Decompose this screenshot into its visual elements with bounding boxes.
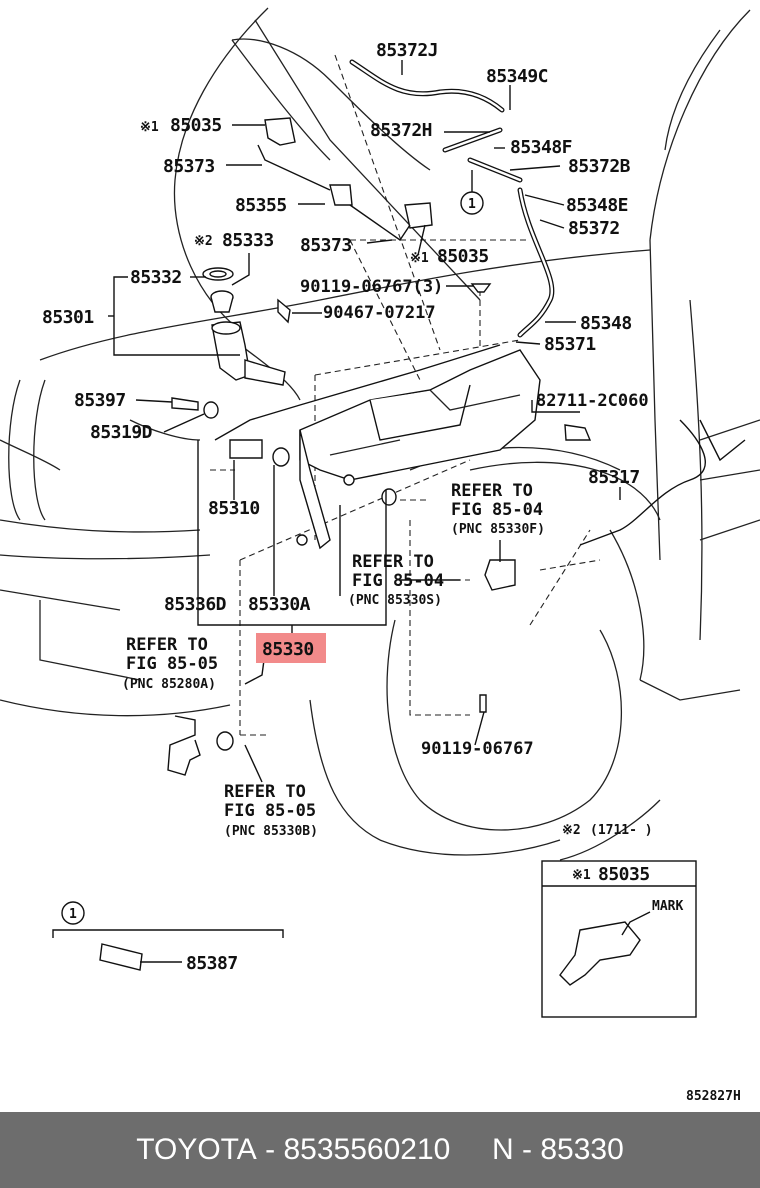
- refer-85330B-line3: (PNC 85330B): [224, 824, 318, 839]
- highlight-85330: [256, 633, 326, 663]
- label-85387: 85387: [186, 953, 238, 974]
- label-85332: 85332: [130, 267, 182, 288]
- label-85348: 85348: [580, 313, 632, 334]
- refer-85330B-line2: FIG 85-05: [224, 801, 316, 821]
- washer-tank: [296, 349, 541, 550]
- detail-box-mark-label: MARK: [652, 899, 683, 914]
- part-labels: 85372J 85349C ※1 85035 85372H 85348F 853…: [42, 40, 649, 974]
- callout-1-upper-text: 1: [468, 197, 476, 212]
- refer-85330F-line1: REFER TO: [451, 481, 533, 501]
- label-85035-upper: 85035: [170, 115, 222, 136]
- label-85348F: 85348F: [510, 137, 572, 158]
- refer-85330F-line2: FIG 85-04: [451, 500, 543, 520]
- label-85349C: 85349C: [486, 66, 548, 87]
- label-85348E: 85348E: [566, 195, 628, 216]
- label-85317: 85317: [588, 467, 640, 488]
- detail-box-85035: ※1 85035 MARK: [541, 860, 697, 1018]
- label-85035-lower: 85035: [437, 246, 489, 267]
- note-mark-2: ※2: [562, 823, 581, 838]
- label-82711-2C060: 82711-2C060: [536, 391, 649, 411]
- mark-1-85035: ※1: [140, 120, 159, 135]
- label-85355: 85355: [235, 195, 287, 216]
- footer-brand: TOYOTA: [136, 1133, 257, 1166]
- parts-diagram: 85372J 85349C ※1 85035 85372H 85348F 853…: [0, 7, 760, 1104]
- label-90119-06767-3: 90119-06767(3): [300, 277, 443, 297]
- mark-1-85035-lower: ※1: [410, 251, 429, 266]
- label-85372: 85372: [568, 218, 620, 239]
- refer-85280A-line3: (PNC 85280A): [122, 677, 216, 692]
- small-fittings: [99, 117, 592, 971]
- label-85372J: 85372J: [376, 40, 438, 61]
- footer-gap: [450, 1133, 492, 1167]
- footer-bar: TOYOTA - 8535560210 N - 85330: [0, 1112, 760, 1188]
- callout-1-lower: 1: [61, 901, 85, 925]
- label-85372B: 85372B: [568, 156, 631, 177]
- label-90467-07217: 90467-07217: [323, 303, 436, 323]
- leader-lines: [52, 60, 621, 963]
- detail-box-mark: ※1: [572, 868, 591, 883]
- label-85373-upper: 85373: [163, 156, 215, 177]
- label-85301: 85301: [42, 307, 94, 328]
- refer-85330S-line2: FIG 85-04: [352, 571, 444, 591]
- refer-85280A-line2: FIG 85-05: [126, 654, 218, 674]
- mark-2-85333: ※2: [194, 234, 213, 249]
- refer-85330B-line1: REFER TO: [224, 782, 306, 802]
- label-85333: 85333: [222, 230, 274, 251]
- label-85372H: 85372H: [370, 120, 432, 141]
- label-85319D: 85319D: [90, 422, 153, 443]
- note-serial-range: (1711- ): [590, 823, 653, 838]
- washer-hoses: [214, 59, 746, 546]
- refer-85330S-line1: REFER TO: [352, 552, 434, 572]
- callout-1-upper: 1: [460, 170, 484, 215]
- label-85330A: 85330A: [248, 594, 311, 615]
- detail-box-title: 85035: [598, 864, 650, 885]
- footer-pnc: N - 85330: [492, 1133, 624, 1166]
- washer-inlet-assembly: [202, 267, 286, 386]
- label-85330: 85330: [262, 639, 314, 660]
- refer-85280A-line1: REFER TO: [126, 635, 208, 655]
- footer-part-number: 8535560210: [283, 1133, 451, 1166]
- callout-1-lower-text: 1: [69, 907, 77, 922]
- diagram-code: 852827H: [686, 1089, 741, 1104]
- label-85310: 85310: [208, 498, 260, 519]
- label-85371: 85371: [544, 334, 596, 355]
- label-85397: 85397: [74, 390, 126, 411]
- refer-85330S-line3: (PNC 85330S): [348, 593, 442, 608]
- refer-85330F-line3: (PNC 85330F): [451, 522, 545, 537]
- vehicle-body-outline: [0, 7, 760, 861]
- label-90119-06767: 90119-06767: [421, 739, 534, 759]
- label-85336D: 85336D: [164, 594, 227, 615]
- footer-sep-1: -: [256, 1133, 284, 1166]
- label-85373-lower: 85373: [300, 235, 352, 256]
- refer-to-notes: REFER TO FIG 85-04 (PNC 85330F) REFER TO…: [122, 481, 545, 839]
